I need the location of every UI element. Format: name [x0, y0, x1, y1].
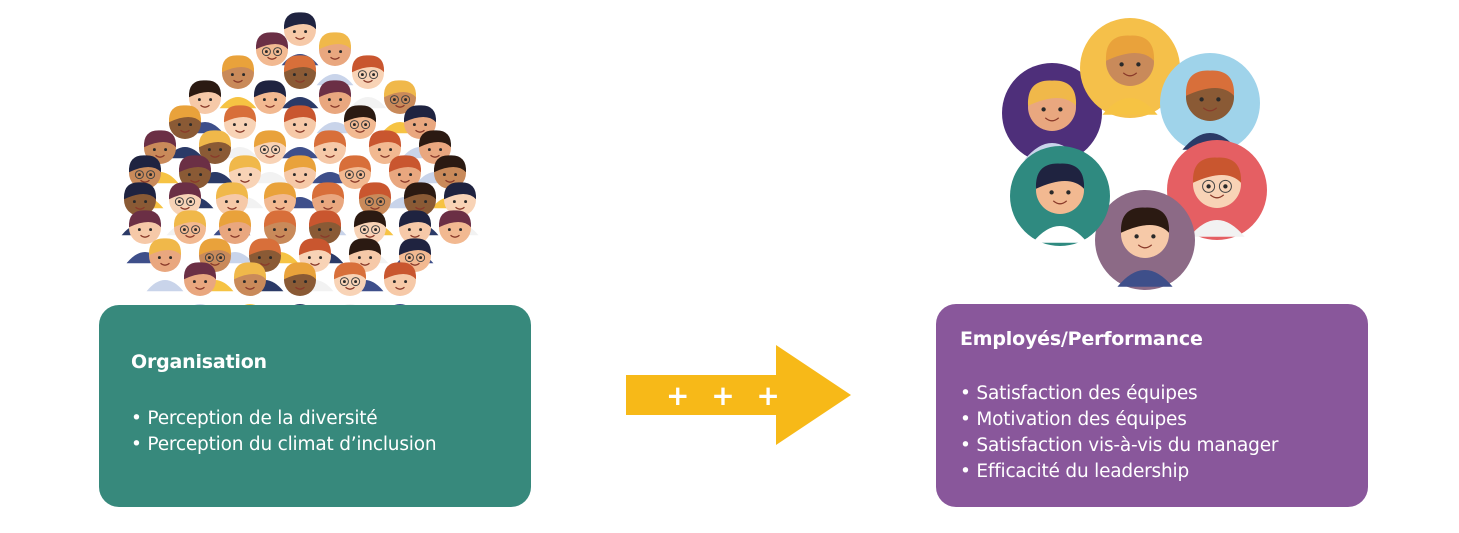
- person-face-icon: [183, 262, 217, 308]
- person-face-icon: [333, 262, 367, 308]
- team-avatars-illustration: [1002, 18, 1267, 290]
- arrow-label: + + +: [666, 379, 786, 412]
- person-face-icon: [311, 130, 349, 184]
- person-face-icon: [316, 80, 354, 134]
- person-face-icon: [251, 80, 289, 134]
- arrow-right-icon: [626, 345, 851, 445]
- list-item: Motivation des équipes: [960, 407, 1368, 433]
- avatar: [1167, 140, 1267, 240]
- list-item: Satisfaction des équipes: [960, 381, 1368, 407]
- list-item: Perception du climat d’inclusion: [131, 432, 531, 458]
- person-face-icon: [383, 262, 417, 308]
- person-face-icon: [1117, 207, 1173, 287]
- person-face-icon: [219, 55, 257, 109]
- person-face-icon: [316, 32, 354, 86]
- organisation-box: Organisation Perception de la diversité …: [99, 305, 531, 507]
- person-face-icon: [233, 262, 267, 308]
- list-item: Efficacité du leadership: [960, 459, 1368, 485]
- crowd-illustration: [121, 12, 479, 308]
- person-face-icon: [1189, 157, 1245, 237]
- list-item: Perception de la diversité: [131, 406, 531, 432]
- person-face-icon: [283, 262, 317, 308]
- performance-title: Employés/Performance: [960, 328, 1203, 350]
- person-face-icon: [1032, 163, 1088, 243]
- avatar: [1160, 53, 1260, 153]
- person-face-icon: [146, 238, 184, 292]
- person-face-icon: [1102, 35, 1158, 115]
- person-face-icon: [281, 155, 319, 209]
- person-face-icon: [281, 55, 319, 109]
- organisation-list: Perception de la diversité Perception du…: [131, 406, 531, 458]
- performance-list: Satisfaction des équipes Motivation des …: [960, 381, 1368, 485]
- person-face-icon: [221, 105, 259, 159]
- person-face-icon: [436, 210, 474, 264]
- avatar: [1080, 18, 1180, 118]
- organisation-title: Organisation: [131, 351, 267, 373]
- person-face-icon: [281, 105, 319, 159]
- performance-box: Employés/Performance Satisfaction des éq…: [936, 304, 1368, 507]
- avatar: [1010, 146, 1110, 246]
- avatar: [1095, 190, 1195, 290]
- list-item: Satisfaction vis-à-vis du manager: [960, 433, 1368, 459]
- person-face-icon: [349, 55, 387, 109]
